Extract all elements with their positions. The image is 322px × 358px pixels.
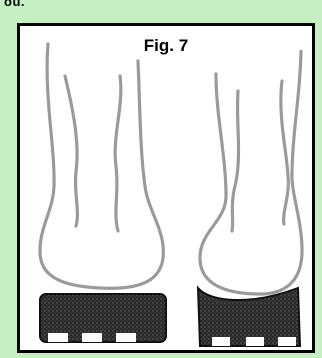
- caption-fragment: ou.: [4, 0, 25, 9]
- right-hoof-sketch: [200, 51, 302, 294]
- figure-frame: Fig. 7: [17, 23, 315, 353]
- left-shoe-block: [40, 294, 166, 342]
- right-shoe-block: [198, 288, 300, 346]
- figure-illustration: [20, 26, 312, 350]
- left-hoof-sketch: [40, 44, 163, 288]
